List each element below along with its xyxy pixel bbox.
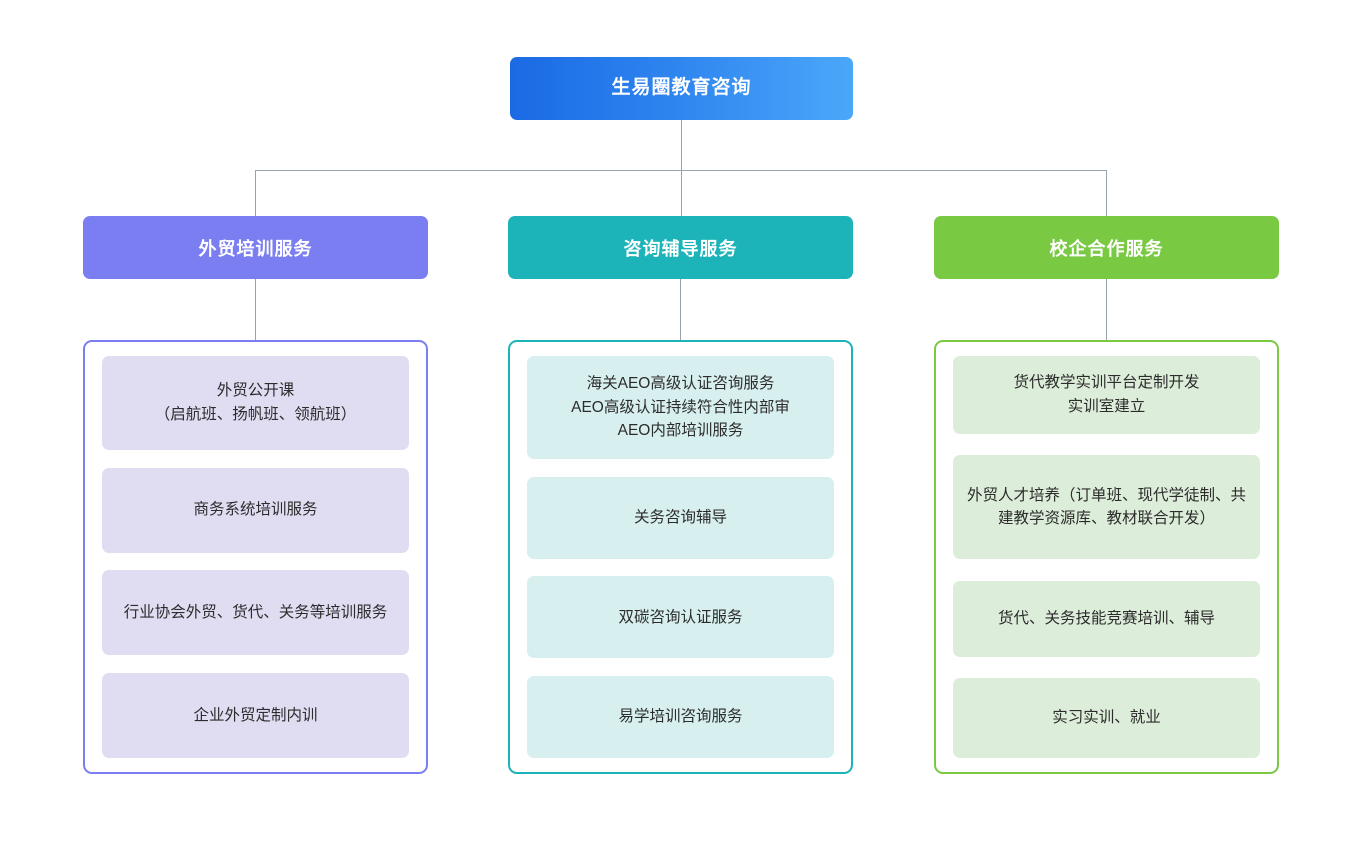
service-card[interactable]: 货代教学实训平台定制开发 实训室建立 — [953, 356, 1260, 434]
branch-header-2-label: 咨询辅导服务 — [623, 238, 738, 259]
service-card[interactable]: 企业外贸定制内训 — [102, 672, 409, 758]
service-card[interactable]: 商务系统培训服务 — [102, 467, 409, 553]
service-card[interactable]: 海关AEO高级认证咨询服务 AEO高级认证持续符合性内部审 AEO内部培训服务 — [527, 356, 834, 459]
branch-body-3: 货代教学实训平台定制开发 实训室建立 外贸人才培养（订单班、现代学徒制、共建教学… — [934, 340, 1279, 774]
branch-header-1-label: 外贸培训服务 — [198, 238, 313, 259]
service-card[interactable]: 外贸人才培养（订单班、现代学徒制、共建教学资源库、教材联合开发） — [953, 455, 1260, 560]
connector-root-vertical — [681, 120, 682, 171]
service-card[interactable]: 实习实训、就业 — [953, 677, 1260, 758]
branch-header-3-label: 校企合作服务 — [1049, 238, 1164, 259]
connector-header-to-body-1 — [255, 279, 256, 340]
service-card[interactable]: 货代、关务技能竞赛培训、辅导 — [953, 580, 1260, 657]
branch-body-2: 海关AEO高级认证咨询服务 AEO高级认证持续符合性内部审 AEO内部培训服务 … — [508, 340, 853, 774]
service-card[interactable]: 易学培训咨询服务 — [527, 675, 834, 758]
branch-header-2[interactable]: 咨询辅导服务 — [508, 216, 853, 279]
service-card[interactable]: 关务咨询辅导 — [527, 476, 834, 559]
connector-drop-branch-1 — [255, 170, 256, 216]
branch-header-1[interactable]: 外贸培训服务 — [83, 216, 428, 279]
branch-column-xiaoqi-hezuo: 校企合作服务 货代教学实训平台定制开发 实训室建立 外贸人才培养（订单班、现代学… — [934, 216, 1279, 774]
root-node[interactable]: 生易圈教育咨询 — [510, 57, 853, 120]
branch-column-waimao-peixun: 外贸培训服务 外贸公开课 （启航班、扬帆班、领航班） 商务系统培训服务 行业协会… — [83, 216, 428, 774]
branch-body-1: 外贸公开课 （启航班、扬帆班、领航班） 商务系统培训服务 行业协会外贸、货代、关… — [83, 340, 428, 774]
connector-drop-branch-3 — [1106, 170, 1107, 216]
branch-header-3[interactable]: 校企合作服务 — [934, 216, 1279, 279]
service-card[interactable]: 双碳咨询认证服务 — [527, 576, 834, 659]
connector-drop-branch-2 — [681, 170, 682, 216]
service-card[interactable]: 外贸公开课 （启航班、扬帆班、领航班） — [102, 356, 409, 450]
connector-header-to-body-3 — [1106, 279, 1107, 340]
service-card[interactable]: 行业协会外贸、货代、关务等培训服务 — [102, 570, 409, 656]
connector-header-to-body-2 — [680, 279, 681, 340]
branch-column-zixun-fudao: 咨询辅导服务 海关AEO高级认证咨询服务 AEO高级认证持续符合性内部审 AEO… — [508, 216, 853, 774]
root-node-label: 生易圈教育咨询 — [611, 77, 752, 99]
